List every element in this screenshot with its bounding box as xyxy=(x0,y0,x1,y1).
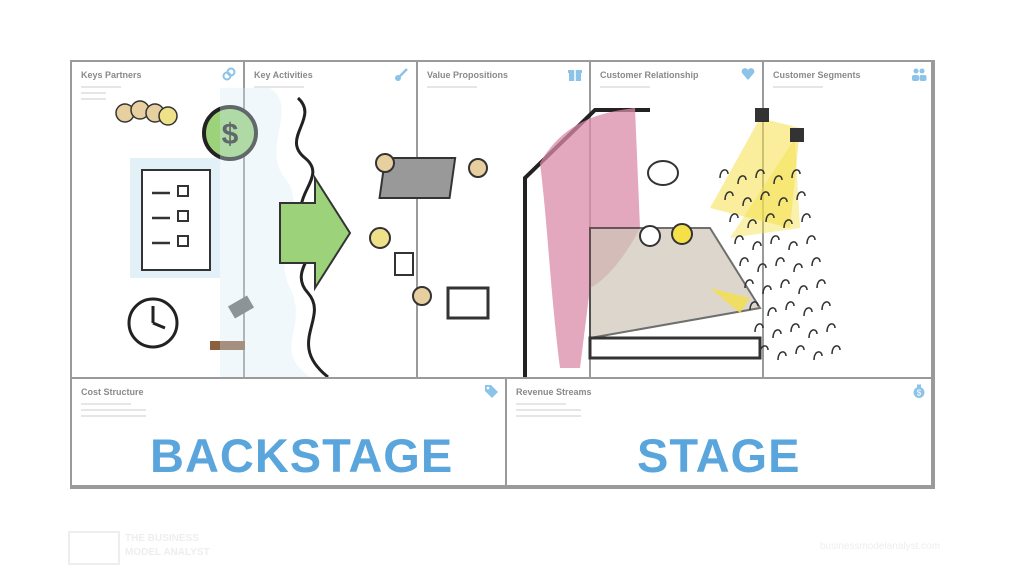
audience-member xyxy=(719,169,729,179)
block-revenue-streams: Revenue Streams $ xyxy=(505,377,935,489)
checklist-icon xyxy=(141,169,211,271)
block-title: Value Propositions xyxy=(427,70,509,80)
stage-label: STAGE xyxy=(637,429,801,482)
audience-member xyxy=(808,329,818,339)
audience-member xyxy=(793,263,803,273)
brand-logo xyxy=(68,531,120,565)
audience-member xyxy=(821,301,831,311)
audience-member xyxy=(747,219,757,229)
stage-floor xyxy=(589,227,762,340)
audience-member xyxy=(729,213,739,223)
audience-member xyxy=(734,235,744,245)
speech-bubble-icon xyxy=(647,160,679,186)
workers-icon xyxy=(369,153,490,320)
audience-member xyxy=(772,329,782,339)
audience-member xyxy=(742,197,752,207)
audience-member xyxy=(744,279,754,289)
audience-member xyxy=(813,351,823,361)
audience-member xyxy=(806,235,816,245)
audience-member xyxy=(762,285,772,295)
audience-member xyxy=(773,175,783,185)
users-icon xyxy=(912,68,927,81)
audience-member xyxy=(760,191,770,201)
audience-member xyxy=(795,345,805,355)
svg-text:$: $ xyxy=(917,389,922,398)
audience xyxy=(719,169,841,361)
audience-member xyxy=(754,323,764,333)
block-title: Keys Partners xyxy=(81,70,142,80)
audience-member xyxy=(811,257,821,267)
backstage-label: BACKSTAGE xyxy=(150,429,454,482)
business-model-canvas: Keys Partners Key Activities Value Propo… xyxy=(70,60,935,489)
spotlight-icon xyxy=(755,108,769,122)
audience-member xyxy=(785,301,795,311)
block-title: Customer Segments xyxy=(773,70,861,80)
audience-member xyxy=(777,351,787,361)
audience-member xyxy=(752,241,762,251)
audience-member xyxy=(788,241,798,251)
audience-member xyxy=(757,263,767,273)
block-title: Customer Relationship xyxy=(600,70,699,80)
audience-member xyxy=(770,235,780,245)
brand-name-line2: MODEL ANALYST xyxy=(125,547,210,558)
audience-member xyxy=(803,307,813,317)
tag-icon xyxy=(485,385,498,398)
hammer-icon xyxy=(210,295,255,350)
block-title: Revenue Streams xyxy=(516,387,592,397)
audience-member xyxy=(801,213,811,223)
audience-member xyxy=(783,219,793,229)
audience-member xyxy=(778,197,788,207)
audience-member xyxy=(775,257,785,267)
arrow-icon xyxy=(279,174,352,292)
svg-text:$: $ xyxy=(222,118,239,151)
audience-member xyxy=(796,191,806,201)
audience-member xyxy=(737,175,747,185)
audience-member xyxy=(739,257,749,267)
audience-member xyxy=(791,169,801,179)
audience-member xyxy=(798,285,808,295)
spotlight-beam xyxy=(710,118,800,228)
link-icon xyxy=(222,67,236,81)
gift-icon xyxy=(568,70,582,81)
dollar-coin-icon xyxy=(202,105,258,161)
wrench-icon xyxy=(395,68,408,81)
money-bag-icon: $ xyxy=(913,384,925,398)
audience-member xyxy=(767,307,777,317)
presenter-icon xyxy=(639,225,661,247)
block-title: Cost Structure xyxy=(81,387,144,397)
watermark-url: businessmodelanalyst.com xyxy=(820,541,941,552)
brand-name-line1: THE BUSINESS xyxy=(125,533,199,544)
audience-member xyxy=(765,213,775,223)
audience-member xyxy=(749,301,759,311)
partners-people-icon xyxy=(115,100,178,126)
audience-member xyxy=(790,323,800,333)
audience-member xyxy=(724,191,734,201)
audience-member xyxy=(780,279,790,289)
heart-icon xyxy=(741,68,755,80)
audience-member xyxy=(759,345,769,355)
audience-member xyxy=(831,345,841,355)
audience-member xyxy=(826,323,836,333)
audience-member xyxy=(755,169,765,179)
backstage-stage-illustration: $ xyxy=(115,88,841,377)
audience-member xyxy=(816,279,826,289)
block-title: Key Activities xyxy=(254,70,313,80)
